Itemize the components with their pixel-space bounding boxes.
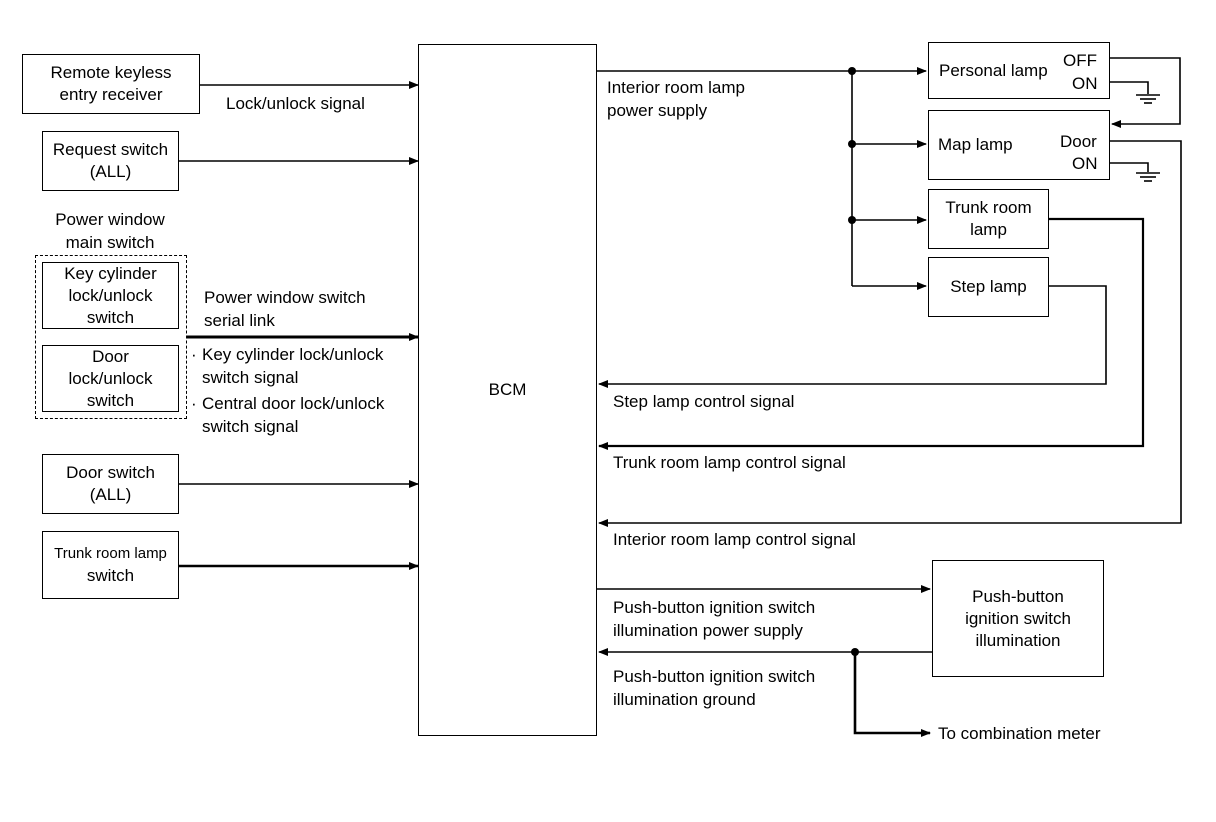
bullet: ·: [191, 345, 197, 364]
junction-dot: [851, 648, 859, 656]
trunk-lamp-label: Trunk room lamp: [945, 198, 1032, 239]
wire-personal-off: [1110, 57, 1181, 128]
interior-power-label: Interior room lamp power supply: [607, 78, 745, 120]
personal-lamp-label: Personal lamp: [939, 60, 1048, 80]
wire-map-on: [1108, 162, 1149, 172]
personal-lamp-box: Personal lamp: [928, 42, 1110, 99]
map-lamp-label: Map lamp: [938, 135, 1013, 154]
ground-icon: [1136, 94, 1160, 104]
pw-group-title: Power window main switch: [55, 210, 165, 252]
lock-unlock-signal: Lock/unlock signal: [226, 94, 365, 113]
wire-combination-meter: [853, 652, 931, 737]
interior-control-label: Interior room lamp control signal: [613, 530, 856, 549]
step-lamp-box: Step lamp: [928, 257, 1049, 317]
trunk-switch-label-2: switch: [86, 566, 135, 585]
trunk-control-label: Trunk room lamp control signal: [613, 453, 846, 472]
step-lamp-label: Step lamp: [950, 277, 1027, 296]
junction-dot: [848, 216, 856, 224]
personal-on-label: ON: [1072, 74, 1098, 93]
central-door-signal: Central door lock/unlock switch signal: [202, 394, 385, 436]
push-button-box: Push-button ignition switch illumination: [932, 560, 1104, 677]
wire-interior-control: [598, 140, 1182, 527]
map-lamp-box: Map lamp: [928, 110, 1110, 180]
junction-dot: [848, 140, 856, 148]
ground-icon: [1136, 172, 1160, 182]
trunk-switch-label: Trunk room lamp: [54, 545, 167, 562]
wire-trunk-control: [598, 217, 1145, 450]
door-switch-label: Door switch (ALL): [66, 463, 155, 504]
trunk-lamp-box: Trunk room lamp: [928, 189, 1049, 249]
pw-serial-link: Power window switch serial link: [204, 288, 366, 330]
push-power-label: Push-button ignition switch illumination…: [613, 598, 816, 640]
door-lock-label: Door lock/unlock switch: [68, 346, 153, 410]
remote-keyless-box: Remote keyless entry receiver: [22, 54, 200, 114]
key-cyl-signal: Key cylinder lock/unlock switch signal: [202, 345, 384, 387]
door-lock-box: Door lock/unlock switch: [42, 345, 179, 412]
map-on-label: ON: [1072, 154, 1098, 173]
bcm-box: BCM: [418, 44, 597, 736]
push-ground-label: Push-button ignition switch illumination…: [613, 667, 816, 709]
door-switch-box: Door switch (ALL): [42, 454, 179, 514]
key-cylinder-box: Key cylinder lock/unlock switch: [42, 262, 179, 329]
combination-meter-label: To combination meter: [938, 724, 1101, 743]
wire-personal-on: [1108, 81, 1149, 94]
remote-keyless-label: Remote keyless entry receiver: [50, 63, 172, 104]
wire-step-control: [598, 285, 1107, 388]
step-control-label: Step lamp control signal: [613, 392, 795, 411]
bcm-label: BCM: [488, 380, 527, 399]
bullet: ·: [191, 394, 197, 413]
key-cylinder-label: Key cylinder lock/unlock switch: [64, 263, 157, 327]
pw-main-switch-group: [35, 255, 187, 419]
personal-off-label: OFF: [1063, 51, 1097, 70]
request-switch-label: Request switch (ALL): [52, 140, 169, 181]
push-button-label: Push-button ignition switch illumination: [965, 586, 1071, 650]
request-switch-box: Request switch (ALL): [42, 131, 179, 191]
map-door-label: Door: [1060, 132, 1097, 151]
junction-dot: [848, 67, 856, 75]
trunk-switch-box: Trunk room lamp switch: [42, 531, 179, 599]
